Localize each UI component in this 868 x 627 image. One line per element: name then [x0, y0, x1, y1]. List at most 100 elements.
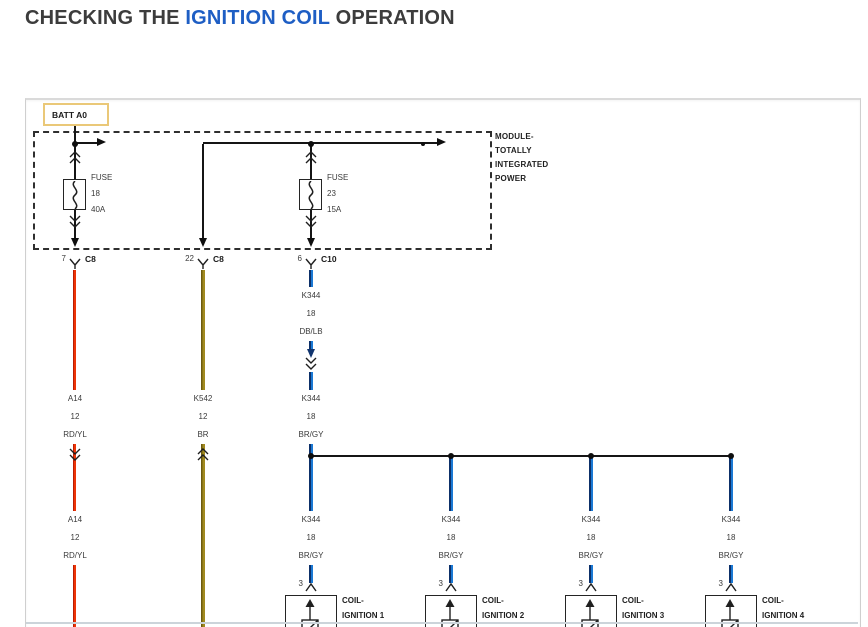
wire-color-code: BR/GY: [438, 551, 464, 560]
arrowhead-down-icon: [306, 238, 315, 247]
splice-bus-wire: [311, 455, 731, 457]
tipm-module-outline: [33, 131, 492, 250]
junction-dot: [308, 141, 314, 147]
circuit-number: K344: [301, 394, 321, 403]
pin-number: 3: [718, 579, 723, 588]
arrowhead-right-icon: [97, 138, 106, 146]
chevron-up-icon: [305, 151, 317, 164]
arrowhead-right-icon: [437, 138, 446, 146]
chevron-down-icon: [69, 215, 81, 228]
wire-label-coil-2: K344 18 BR/GY: [434, 511, 468, 565]
pin22-feed-wire: [202, 144, 204, 240]
tipm-module-label: MODULE- TOTALLY INTEGRATED POWER: [495, 130, 548, 186]
title-text: CHECKING THE: [25, 7, 186, 29]
wire-gauge: 18: [726, 533, 736, 542]
wire-gauge: 12: [198, 412, 208, 421]
coil-name-line2: IGNITION 4: [762, 611, 805, 620]
fuse-element-icon: [72, 180, 77, 209]
pin-chevron-icon: [445, 582, 457, 592]
module-label-line1: MODULE-: [495, 132, 534, 141]
wire-k344-br-gy: [309, 372, 313, 583]
connector-name: C8: [213, 254, 224, 264]
arrowhead-down-icon: [198, 238, 207, 247]
wire-color-code: RD/YL: [63, 551, 87, 560]
fuse-23-number: 23: [327, 189, 336, 198]
coil-name-line2: IGNITION 3: [622, 611, 665, 620]
bottom-divider: [26, 622, 858, 624]
fuse-18-name: FUSE: [91, 173, 113, 182]
wire-label-coil-4: K344 18 BR/GY: [714, 511, 748, 565]
splice-dot: [308, 453, 314, 459]
wire-color-code: DB/LB: [299, 327, 323, 336]
module-label-line4: POWER: [495, 174, 527, 183]
fuse23-output-wire: [310, 210, 312, 240]
wire-gauge: 18: [306, 412, 316, 421]
coil-name-line2: IGNITION 1: [342, 611, 385, 620]
fuse-element-icon: [308, 180, 313, 209]
circuit-number: K344: [721, 515, 741, 524]
fuse-23-symbol: [299, 179, 322, 210]
connector-name: C8: [85, 254, 96, 264]
circuit-number: K344: [301, 291, 321, 300]
wire-label-k344-mid: K344 18 BR/GY: [294, 390, 328, 444]
wire-label-coil-1: K344 18 BR/GY: [294, 511, 328, 565]
fuse-23-name: FUSE: [327, 173, 349, 182]
splice-dot: [728, 453, 734, 459]
wire-label-a14-lower: A14 12 RD/YL: [59, 511, 91, 565]
wire-color-code: BR/GY: [718, 551, 744, 560]
circuit-number: K542: [193, 394, 213, 403]
wire-gauge: 18: [446, 533, 456, 542]
connector-name: C10: [321, 254, 337, 264]
page-title: CHECKING THE IGNITION COIL OPERATION: [25, 7, 455, 30]
connector-fork-icon: [305, 258, 317, 269]
fuse-23-label: FUSE 23 15A: [327, 170, 348, 218]
battery-feed-box: BATT A0: [43, 103, 109, 126]
wire-gauge: 18: [306, 309, 316, 318]
wire-gauge: 12: [70, 533, 80, 542]
pin-number: 22: [185, 254, 194, 263]
wire-gauge: 18: [306, 533, 316, 542]
fuse-18-number: 18: [91, 189, 100, 198]
wire-a14-rd-yl: [73, 270, 76, 627]
fuse23-bus-wire: [203, 142, 437, 144]
wire-label-k542: K542 12 BR: [189, 390, 217, 444]
circuit-number: A14: [67, 394, 83, 403]
pin-number: 3: [298, 579, 303, 588]
junction-dot-small: [421, 142, 425, 146]
coil-ignition-1-box: [285, 595, 337, 627]
coil-name-line1: COIL-: [622, 596, 644, 605]
fuse18-supply-wire: [74, 144, 76, 180]
wire-color-code: BR/GY: [298, 430, 324, 439]
pin-number: 6: [297, 254, 302, 263]
coil-name-line2: IGNITION 2: [482, 611, 525, 620]
fuse-18-rating: 40A: [91, 205, 106, 214]
coil-ignition-3-label: COIL- IGNITION 3: [622, 593, 664, 623]
batt-feed-wire: [74, 126, 76, 144]
arrowhead-down-icon: [70, 238, 79, 247]
pin-chevron-icon: [305, 582, 317, 592]
coil-ignition-4-label: COIL- IGNITION 4: [762, 593, 804, 623]
chevron-down-icon: [305, 215, 317, 228]
module-label-line3: INTEGRATED: [495, 160, 549, 169]
fuse-18-symbol: [63, 179, 86, 210]
splice-dot: [448, 453, 454, 459]
connector-fork-icon: [197, 258, 209, 269]
coil-name-line1: COIL-: [342, 596, 364, 605]
circuit-number: K344: [301, 515, 321, 524]
wire-gauge: 12: [70, 412, 80, 421]
wire-color-code: RD/YL: [63, 430, 87, 439]
splice-dot: [588, 453, 594, 459]
connector-fork-icon: [69, 258, 81, 269]
module-label-line2: TOTALLY: [495, 146, 532, 155]
battery-feed-label: BATT A0: [52, 109, 87, 120]
wire-color-code: BR/GY: [578, 551, 604, 560]
coil-name-line1: COIL-: [762, 596, 784, 605]
coil-ignition-4-box: [705, 595, 757, 627]
title-link-ignition-coil[interactable]: IGNITION COIL: [185, 7, 330, 29]
coil-name-line1: COIL-: [482, 596, 504, 605]
junction-dot: [72, 141, 78, 147]
wire-label-a14-upper: A14 12 RD/YL: [59, 390, 91, 444]
fuse23-supply-wire: [310, 144, 312, 180]
pin-chevron-icon: [725, 582, 737, 592]
wire-label-coil-3: K344 18 BR/GY: [574, 511, 608, 565]
